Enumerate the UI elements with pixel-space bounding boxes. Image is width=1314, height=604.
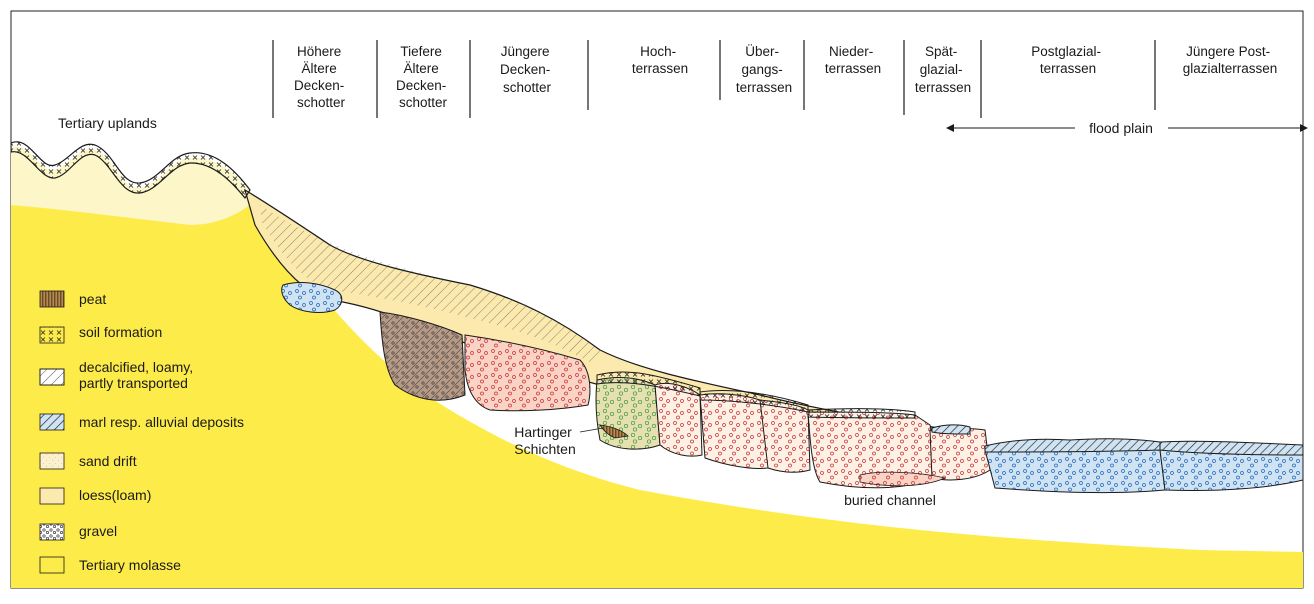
- loess-hatch: [260, 205, 600, 365]
- gravel-hochterrassen: [595, 377, 661, 450]
- legend-label-soil-formation: soil formation: [79, 324, 162, 340]
- cross-section-layers: [11, 141, 1303, 588]
- arrow-left-icon: [946, 124, 954, 132]
- marl-cap-spaetglazial: [931, 424, 971, 435]
- hartinger-schichten-label: Hartinger Schichten: [514, 424, 575, 457]
- legend-label-peat: peat: [79, 291, 106, 307]
- hartinger-leader-line: [579, 427, 604, 433]
- terrace-label-hochterrassen: Hoch- terrassen: [632, 44, 688, 76]
- tertiary-uplands-label: Tertiary uplands: [58, 115, 157, 131]
- flood-plain-arrow: flood plain: [946, 120, 1308, 136]
- peat-lens-hartinger: [599, 424, 629, 439]
- terrace-label-spaetglazialterrassen: Spät- glazial- terrassen: [915, 44, 971, 95]
- terrace-header: Höhere Ältere Decken- schotter Tiefere Ä…: [272, 40, 1278, 118]
- gravel-juengere-deckenschotter: [464, 334, 591, 412]
- soil-cap-uebergang: [699, 390, 809, 413]
- soil-formation-swatch: [39, 326, 65, 344]
- gravel-swatch: [39, 523, 65, 541]
- terrace-label-postglazialterrassen: Postglazial- terrassen: [1031, 44, 1105, 76]
- peat-swatch: [39, 290, 65, 308]
- arrow-right-icon: [1300, 124, 1308, 132]
- upland-soil-crust: [11, 141, 251, 200]
- gravel-juengere-postglazialterrassen: [1159, 449, 1303, 492]
- buried-channel-label: buried channel: [844, 492, 936, 508]
- terrace-label-hoehere-aeltere-deckenschotter: Höhere Ältere Decken- schotter: [294, 44, 348, 110]
- gravel-hoehere-deckenschotter: [281, 282, 343, 313]
- loess-swatch: [39, 487, 65, 505]
- gravel-uebergangsterrassen: [699, 393, 771, 469]
- tertiary-molasse-swatch: [39, 556, 65, 574]
- soil-cap-niederterrassen: [807, 408, 916, 419]
- terrace-label-juengere-deckenschotter: Jüngere Decken- schotter: [500, 44, 554, 95]
- sand-drift-swatch: [39, 452, 65, 470]
- marl-cap-postglazial: [984, 438, 1161, 453]
- legend-label-gravel: gravel: [79, 523, 117, 539]
- gravel-tiefere-deckenschotter: [379, 311, 466, 401]
- terrace-label-niederterrassen: Nieder- terrassen: [825, 44, 881, 76]
- gravel-postglazialterrassen: [984, 446, 1166, 494]
- terrace-label-juengere-postglazialterrassen: Jüngere Post- glazialterrassen: [1183, 44, 1278, 76]
- flood-plain-label: flood plain: [1089, 120, 1153, 136]
- legend-label-sand-drift: sand drift: [79, 453, 137, 469]
- tertiary-molasse-layer: [11, 146, 1303, 588]
- legend-label-decalcified: decalcified, loamy, partly transported: [79, 359, 197, 391]
- legend-label-tertiary-molasse: Tertiary molasse: [79, 557, 181, 573]
- marl-swatch: [39, 413, 65, 431]
- legend: peat soil formation decalcified, loamy, …: [39, 290, 244, 574]
- terrace-label-uebergangsterrassen: Über- gangs- terrassen: [736, 44, 792, 95]
- soil-cap-hochterrassen: [596, 371, 701, 397]
- decalcified-swatch: [39, 368, 65, 386]
- gravel-spaetglazialterrassen: [929, 428, 991, 481]
- legend-label-marl: marl resp. alluvial deposits: [79, 414, 244, 430]
- terrace-label-tiefere-aeltere-deckenschotter: Tiefere Ältere Decken- schotter: [396, 44, 450, 110]
- buried-channel-lens: [859, 471, 947, 487]
- legend-label-loess: loess(loam): [79, 487, 151, 503]
- marl-cap-juengere: [1159, 440, 1303, 456]
